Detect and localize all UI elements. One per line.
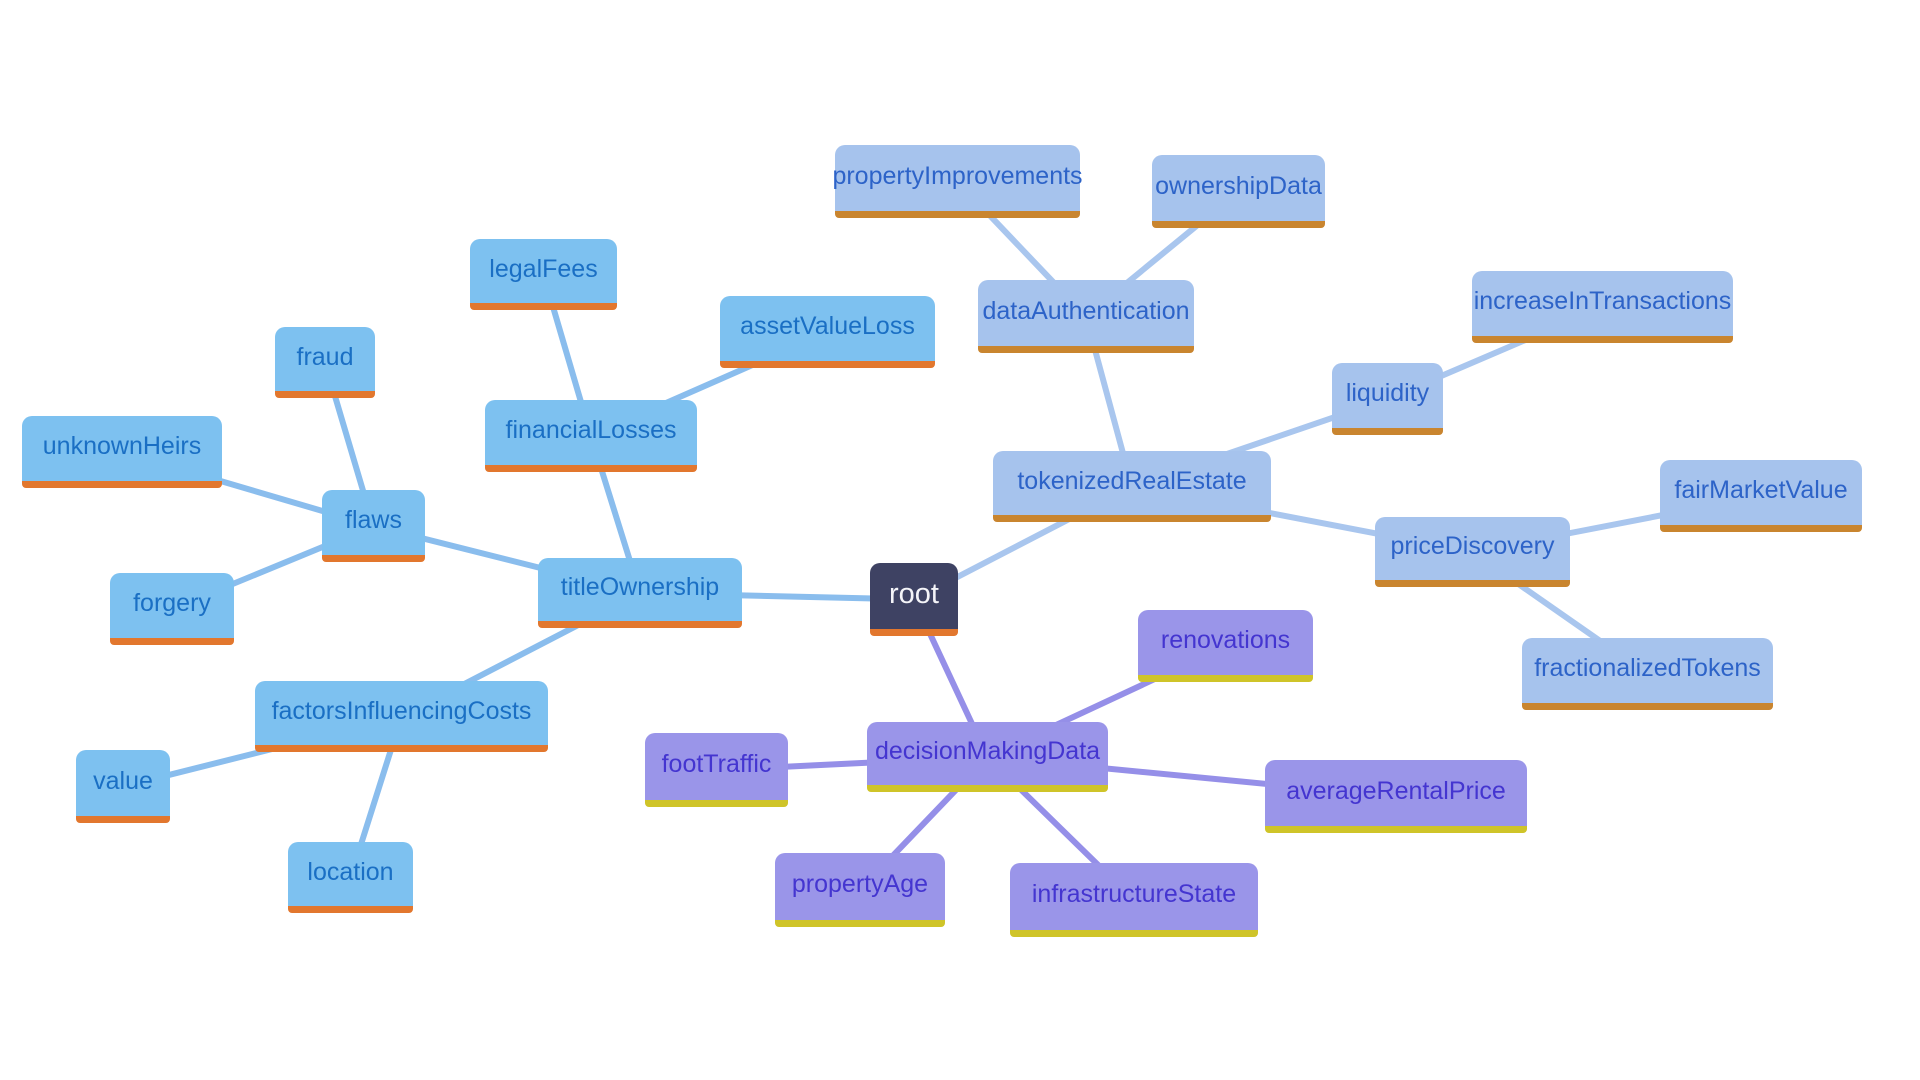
- node-financial-losses[interactable]: financialLosses: [485, 400, 697, 472]
- node-fraud-label: fraud: [296, 342, 354, 371]
- node-ownership-data[interactable]: ownershipData: [1152, 155, 1325, 228]
- node-flaws[interactable]: flaws: [322, 490, 425, 562]
- node-price-discovery[interactable]: priceDiscovery: [1375, 517, 1570, 587]
- node-title-ownership-label: titleOwnership: [560, 573, 720, 601]
- node-price-discovery-label: priceDiscovery: [1390, 532, 1555, 560]
- node-legal-fees[interactable]: legalFees: [470, 239, 617, 310]
- node-factors-influencing-costs-label: factorsInfluencingCosts: [271, 696, 532, 725]
- node-decision-making-data-label: decisionMakingData: [874, 737, 1101, 765]
- node-foot-traffic-label: footTraffic: [661, 750, 772, 778]
- node-asset-value-loss-label: assetValueLoss: [740, 312, 915, 340]
- node-unknown-heirs[interactable]: unknownHeirs: [22, 416, 222, 488]
- node-root[interactable]: root: [870, 563, 958, 636]
- node-liquidity[interactable]: liquidity: [1332, 363, 1443, 435]
- node-decision-making-data[interactable]: decisionMakingData: [867, 722, 1108, 792]
- node-legal-fees-label: legalFees: [489, 254, 598, 283]
- node-unknown-heirs-label: unknownHeirs: [42, 432, 202, 460]
- node-property-age[interactable]: propertyAge: [775, 853, 945, 927]
- node-renovations-label: renovations: [1160, 626, 1291, 654]
- node-property-improvements[interactable]: propertyImprovements: [832, 145, 1083, 218]
- node-title-ownership[interactable]: titleOwnership: [538, 558, 742, 628]
- node-fair-market-value-label: fairMarketValue: [1674, 476, 1848, 504]
- node-infrastructure-state-label: infrastructureState: [1031, 880, 1237, 908]
- node-factors-influencing-costs[interactable]: factorsInfluencingCosts: [255, 681, 548, 752]
- node-liquidity-label: liquidity: [1345, 379, 1430, 407]
- node-tokenized-real-estate[interactable]: tokenizedRealEstate: [993, 451, 1271, 522]
- node-fractionalized-tokens[interactable]: fractionalizedTokens: [1522, 638, 1773, 710]
- node-forgery-label: forgery: [133, 589, 211, 617]
- node-data-authentication[interactable]: dataAuthentication: [978, 280, 1194, 353]
- node-fractionalized-tokens-label: fractionalizedTokens: [1534, 654, 1761, 682]
- node-fraud[interactable]: fraud: [275, 327, 375, 398]
- node-location[interactable]: location: [288, 842, 413, 913]
- node-renovations[interactable]: renovations: [1138, 610, 1313, 682]
- node-value[interactable]: value: [76, 750, 170, 823]
- node-forgery[interactable]: forgery: [110, 573, 234, 645]
- node-infrastructure-state[interactable]: infrastructureState: [1010, 863, 1258, 937]
- node-increase-in-transactions[interactable]: increaseInTransactions: [1472, 271, 1733, 343]
- node-location-label: location: [307, 857, 394, 886]
- node-average-rental-price-label: averageRentalPrice: [1286, 776, 1506, 805]
- node-increase-in-transactions-label: increaseInTransactions: [1473, 287, 1732, 315]
- node-data-authentication-label: dataAuthentication: [982, 296, 1190, 325]
- node-root-label: root: [889, 577, 939, 610]
- node-financial-losses-label: financialLosses: [505, 416, 677, 444]
- node-property-improvements-label: propertyImprovements: [832, 161, 1083, 190]
- node-fair-market-value[interactable]: fairMarketValue: [1660, 460, 1862, 532]
- node-flaws-label: flaws: [345, 506, 402, 534]
- node-foot-traffic[interactable]: footTraffic: [645, 733, 788, 807]
- node-tokenized-real-estate-label: tokenizedRealEstate: [1017, 466, 1247, 495]
- node-average-rental-price[interactable]: averageRentalPrice: [1265, 760, 1527, 833]
- node-value-label: value: [93, 766, 153, 795]
- node-property-age-label: propertyAge: [791, 870, 929, 898]
- node-ownership-data-label: ownershipData: [1155, 171, 1322, 200]
- node-asset-value-loss[interactable]: assetValueLoss: [720, 296, 935, 368]
